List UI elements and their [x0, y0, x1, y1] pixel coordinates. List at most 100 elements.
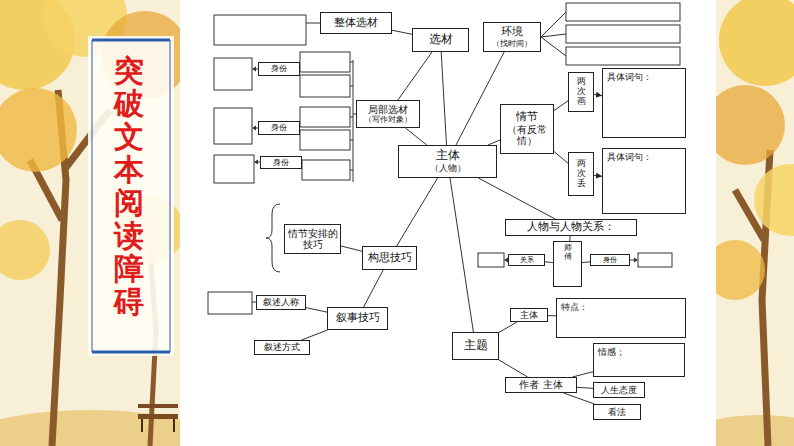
connector: [554, 152, 568, 164]
node-label: 两次画: [577, 77, 586, 107]
node-label: 主题: [464, 339, 488, 353]
title-rule: [92, 40, 170, 352]
node-label: 师傅: [564, 244, 572, 262]
text-box: 作者 主体: [505, 377, 577, 393]
node-label: 关系: [520, 256, 534, 264]
text-box: 关系: [508, 254, 545, 266]
node-label: 主体: [520, 310, 538, 320]
node-label: 具体词句：: [607, 72, 652, 82]
blank-box: [566, 25, 680, 43]
node-label: 作者 主体: [519, 379, 562, 391]
leader-line: [541, 12, 566, 56]
node-sublabel: （有反常情）: [503, 124, 551, 147]
node-label: 两次丢: [577, 159, 586, 189]
text-box: 具体词句：: [602, 148, 686, 214]
connector: [594, 94, 602, 95]
text-box: 两次画: [568, 72, 594, 112]
connector: [499, 360, 528, 377]
tree-foliage: [0, 88, 77, 172]
bench-seat: [138, 414, 178, 419]
connector: [548, 315, 556, 316]
blank-box: [300, 130, 350, 150]
text-box: 看法: [593, 404, 641, 420]
blank-box: [214, 155, 254, 183]
bench: [138, 404, 178, 432]
connector: [554, 101, 568, 111]
connector: [564, 393, 595, 404]
blank-boxes: [208, 3, 680, 314]
text-box: 叙事技巧: [327, 307, 388, 330]
node-label: 主体: [436, 149, 460, 163]
node-label: 叙述方式: [264, 342, 300, 352]
node-label: 看法: [608, 407, 626, 417]
text-box: 选材: [412, 28, 469, 52]
connector: [398, 52, 432, 100]
node-label: 特点：: [561, 302, 588, 312]
arrowheads: [252, 67, 638, 263]
blank-box: [638, 253, 672, 267]
connector: [441, 52, 446, 145]
text-box: 整体选材: [320, 12, 392, 34]
arrowhead: [252, 126, 256, 131]
node-label: 叙述人称: [263, 297, 299, 307]
blank-box: [214, 15, 306, 45]
text-box: 环境（找时间）: [483, 22, 541, 52]
connector: [478, 178, 555, 219]
text-box: 局部选材（写作对象）: [356, 100, 420, 128]
tree-foliage: [754, 164, 794, 236]
bench-legs: [142, 419, 174, 432]
text-box: 身份: [260, 156, 302, 169]
node-label: 情节安排的技巧: [287, 228, 338, 251]
blank-box: [566, 47, 680, 65]
connector: [364, 270, 384, 307]
node-label: 人物与人物关系：: [527, 221, 615, 234]
text-box: 主题: [452, 332, 499, 360]
connector: [499, 322, 517, 332]
arrowhead: [252, 67, 256, 72]
text-box: 具体词句：: [602, 68, 686, 138]
text-box: 身份: [258, 121, 300, 135]
blank-box: [300, 52, 350, 72]
node-label: 整体选材: [334, 17, 378, 30]
node-sublabel: （人物）: [430, 163, 466, 173]
node-label: 情节: [516, 111, 538, 124]
connector: [392, 30, 412, 34]
connector: [341, 246, 362, 251]
text-box: 人生态度: [593, 382, 645, 398]
connector: [406, 128, 427, 145]
node-label: 环境: [501, 26, 523, 39]
arrowhead: [254, 160, 258, 165]
connector: [582, 261, 590, 263]
node-sublabel: （写作对象）: [364, 115, 412, 124]
connector: [456, 52, 504, 145]
leader-lines: [252, 12, 637, 302]
text-box: 情感；: [593, 343, 685, 377]
text-box: 叙述人称: [256, 295, 306, 310]
blank-box: [478, 253, 504, 267]
node-label: 局部选材: [368, 104, 408, 116]
text-box: 人物与人物关系：: [505, 219, 637, 236]
text-box: 两次丢: [568, 152, 594, 196]
vertical-title: 突破文本阅读障碍: [114, 54, 144, 318]
connector: [302, 330, 328, 340]
text-box: 构思技巧: [362, 246, 417, 270]
node-label: 身份: [273, 158, 289, 167]
connector: [306, 308, 327, 312]
node-label: 构思技巧: [368, 252, 412, 265]
connector: [450, 178, 473, 332]
blank-box: [566, 3, 680, 21]
text-box: 身份: [590, 254, 630, 266]
blank-box: [214, 108, 252, 144]
connector: [545, 261, 553, 263]
tree-foliage: [705, 85, 785, 165]
node-label: 人生态度: [601, 385, 637, 395]
tree-foliage: [0, 220, 50, 280]
tree-foliage: [719, 0, 794, 86]
text-box: 情节安排的技巧: [284, 224, 341, 254]
blank-box: [214, 58, 252, 90]
text-box: 主体: [510, 308, 548, 322]
blank-box: [208, 292, 252, 314]
text-box: 特点：: [556, 298, 686, 338]
connector: [594, 175, 602, 177]
